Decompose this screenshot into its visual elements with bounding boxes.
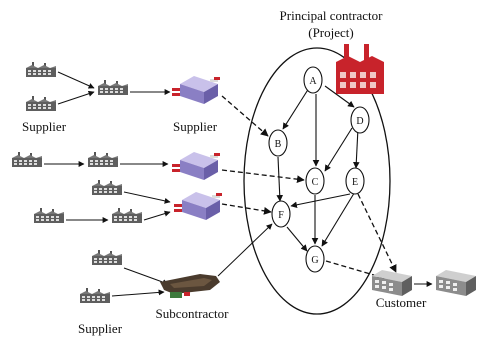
node-e-label: E: [352, 177, 358, 188]
factory-icon: [92, 180, 122, 195]
node-f-label: F: [278, 210, 284, 221]
module-icon: [172, 152, 220, 180]
node-d-label: D: [356, 116, 363, 127]
factory-icon: [34, 208, 64, 223]
node-b: B: [268, 129, 288, 157]
title-line1: Principal contractor: [280, 8, 384, 23]
subcontractor-machine-icon: [160, 274, 220, 298]
supply-arrows: [44, 71, 171, 297]
title-line2: (Project): [308, 25, 353, 40]
subcontractor-link: [217, 223, 273, 277]
node-f: F: [271, 200, 291, 228]
supplier-left-label: Supplier: [22, 119, 67, 134]
node-g: G: [305, 245, 325, 273]
subcontractor-label: Subcontractor: [156, 306, 230, 321]
principal-contractor-factory-icon: [336, 44, 384, 94]
module-icon: [172, 76, 220, 104]
node-e: E: [345, 167, 365, 195]
factory-icon: [112, 208, 142, 223]
factory-icon: [92, 250, 122, 265]
node-a: A: [303, 66, 323, 94]
factory-icon: [26, 62, 56, 77]
factory-icon: [26, 96, 56, 111]
customer-building-icon: [372, 270, 412, 296]
factory-icon: [80, 288, 110, 303]
node-c: C: [305, 167, 325, 195]
node-b-label: B: [275, 139, 282, 150]
module-icon: [174, 192, 222, 220]
factory-icon: [88, 152, 118, 167]
supplier-bottom-label: Supplier: [78, 321, 123, 336]
node-g-label: G: [311, 255, 318, 266]
customer-building-icon: [436, 270, 476, 296]
node-d: D: [350, 106, 370, 134]
node-a-label: A: [309, 76, 317, 87]
project-boundary-ellipse: [243, 47, 391, 315]
factory-icon: [98, 80, 128, 95]
factory-icon: [12, 152, 42, 167]
supplier-mid-label: Supplier: [173, 119, 218, 134]
node-c-label: C: [312, 177, 319, 188]
customer-label: Customer: [376, 295, 427, 310]
network-edges: [276, 85, 360, 252]
